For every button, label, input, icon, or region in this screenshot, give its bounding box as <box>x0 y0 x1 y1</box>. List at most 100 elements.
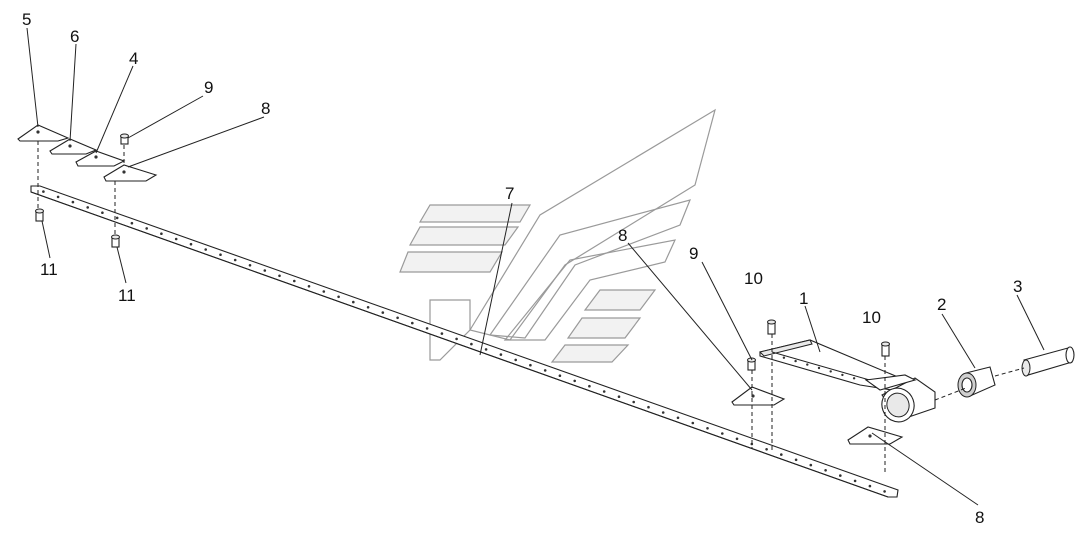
bar-hole <box>440 332 444 335</box>
bar-hole <box>661 411 665 414</box>
bolt-11-left-a <box>35 208 44 222</box>
bar-hole <box>721 432 724 435</box>
bar-holes <box>42 190 886 493</box>
callout-10-b: 10 <box>862 308 881 327</box>
bar-hole <box>160 232 163 235</box>
bar-hole <box>396 316 399 320</box>
bar-hole <box>853 479 857 483</box>
pin-3 <box>1021 346 1075 377</box>
callout-4: 4 <box>129 49 138 68</box>
bracket-holes <box>782 356 856 380</box>
bar-hole <box>366 306 370 309</box>
bar-hole <box>352 300 355 304</box>
bar-hole <box>824 469 827 472</box>
plate-5 <box>17 124 70 142</box>
callout-8-mid: 8 <box>618 226 627 245</box>
bar-hole <box>411 321 414 325</box>
bar-hole <box>514 358 517 362</box>
callout-6: 6 <box>70 27 79 46</box>
callout-11-a: 11 <box>40 260 58 279</box>
callout-3: 3 <box>1013 277 1022 296</box>
bar-hole <box>71 200 75 204</box>
callout-10-a: 10 <box>744 269 763 288</box>
bar-hole <box>558 374 562 378</box>
bar-hole <box>115 216 119 220</box>
bar-hole <box>263 269 267 272</box>
bolt-10-a <box>767 319 776 335</box>
bar-hole <box>588 384 591 388</box>
bar-hole <box>617 395 621 399</box>
bar-hole <box>248 264 252 267</box>
bar-hole <box>293 279 296 283</box>
bar-hole <box>691 421 695 425</box>
bar-hole <box>470 342 473 346</box>
bar-hole <box>839 474 842 477</box>
bracket-1 <box>759 339 906 393</box>
bar-hole <box>174 237 178 241</box>
bar-hole <box>56 195 60 199</box>
bar-hole <box>425 327 429 330</box>
callout-1: 1 <box>799 289 808 308</box>
bracket-hole <box>817 366 821 370</box>
plate-8-mid <box>731 386 786 406</box>
callout-7: 7 <box>505 184 514 203</box>
plate-8-left <box>103 164 158 182</box>
callout-9-right: 9 <box>689 244 698 263</box>
bar-hole <box>322 290 326 293</box>
bar-hole <box>337 295 340 299</box>
bar-hole <box>204 248 207 251</box>
bolt-11-left-b <box>111 234 120 248</box>
bar-hole <box>794 458 798 462</box>
callout-8-right: 8 <box>975 508 984 527</box>
bracket-hole <box>806 363 809 366</box>
callout-9-left: 9 <box>204 78 213 97</box>
bar-hole <box>455 337 458 341</box>
bracket-tube <box>864 374 936 423</box>
long-bar <box>30 185 899 498</box>
bracket-hole <box>829 370 832 373</box>
bar-hole <box>809 463 813 467</box>
bar-hole <box>632 400 635 404</box>
bar-hole <box>529 363 532 367</box>
bushing-2 <box>957 366 996 398</box>
bar-hole <box>145 227 148 230</box>
bar-hole <box>573 379 576 383</box>
bar-hole <box>676 416 680 420</box>
bar-hole <box>543 369 547 372</box>
callout-labels: 5 6 4 9 8 11 11 7 8 9 10 1 10 2 3 8 <box>22 10 1022 527</box>
callout-11-b: 11 <box>118 286 136 305</box>
bar-hole <box>484 348 488 351</box>
bracket-hole <box>782 356 786 359</box>
bar-hole <box>602 390 606 393</box>
bar-hole <box>780 453 783 456</box>
callout-5: 5 <box>22 10 31 29</box>
bar-hole <box>307 285 311 288</box>
bar-hole <box>735 437 739 441</box>
bar-hole <box>868 484 872 488</box>
plate-6 <box>49 138 98 155</box>
bar-hole <box>189 242 193 246</box>
bar-hole <box>706 427 709 430</box>
callout-2: 2 <box>937 295 946 314</box>
watermark-logo <box>399 108 716 363</box>
bracket-hole <box>794 359 797 363</box>
bar-hole <box>101 211 104 214</box>
leader-lines <box>26 27 1045 506</box>
bar-hole <box>765 448 768 451</box>
bolt-10-b <box>881 341 890 357</box>
bar-hole <box>233 258 237 262</box>
bar-hole <box>278 274 281 278</box>
bracket-hole <box>841 373 844 377</box>
bracket-hole <box>852 377 856 380</box>
bar-hole <box>647 405 650 409</box>
bar-hole <box>219 253 222 256</box>
callout-8-left: 8 <box>261 99 270 118</box>
bolt-9-left <box>120 133 129 145</box>
bar-hole <box>130 221 134 225</box>
bar-hole <box>86 206 89 209</box>
bar-hole <box>883 490 886 493</box>
bar-hole <box>499 353 503 356</box>
plate-4 <box>75 150 126 167</box>
